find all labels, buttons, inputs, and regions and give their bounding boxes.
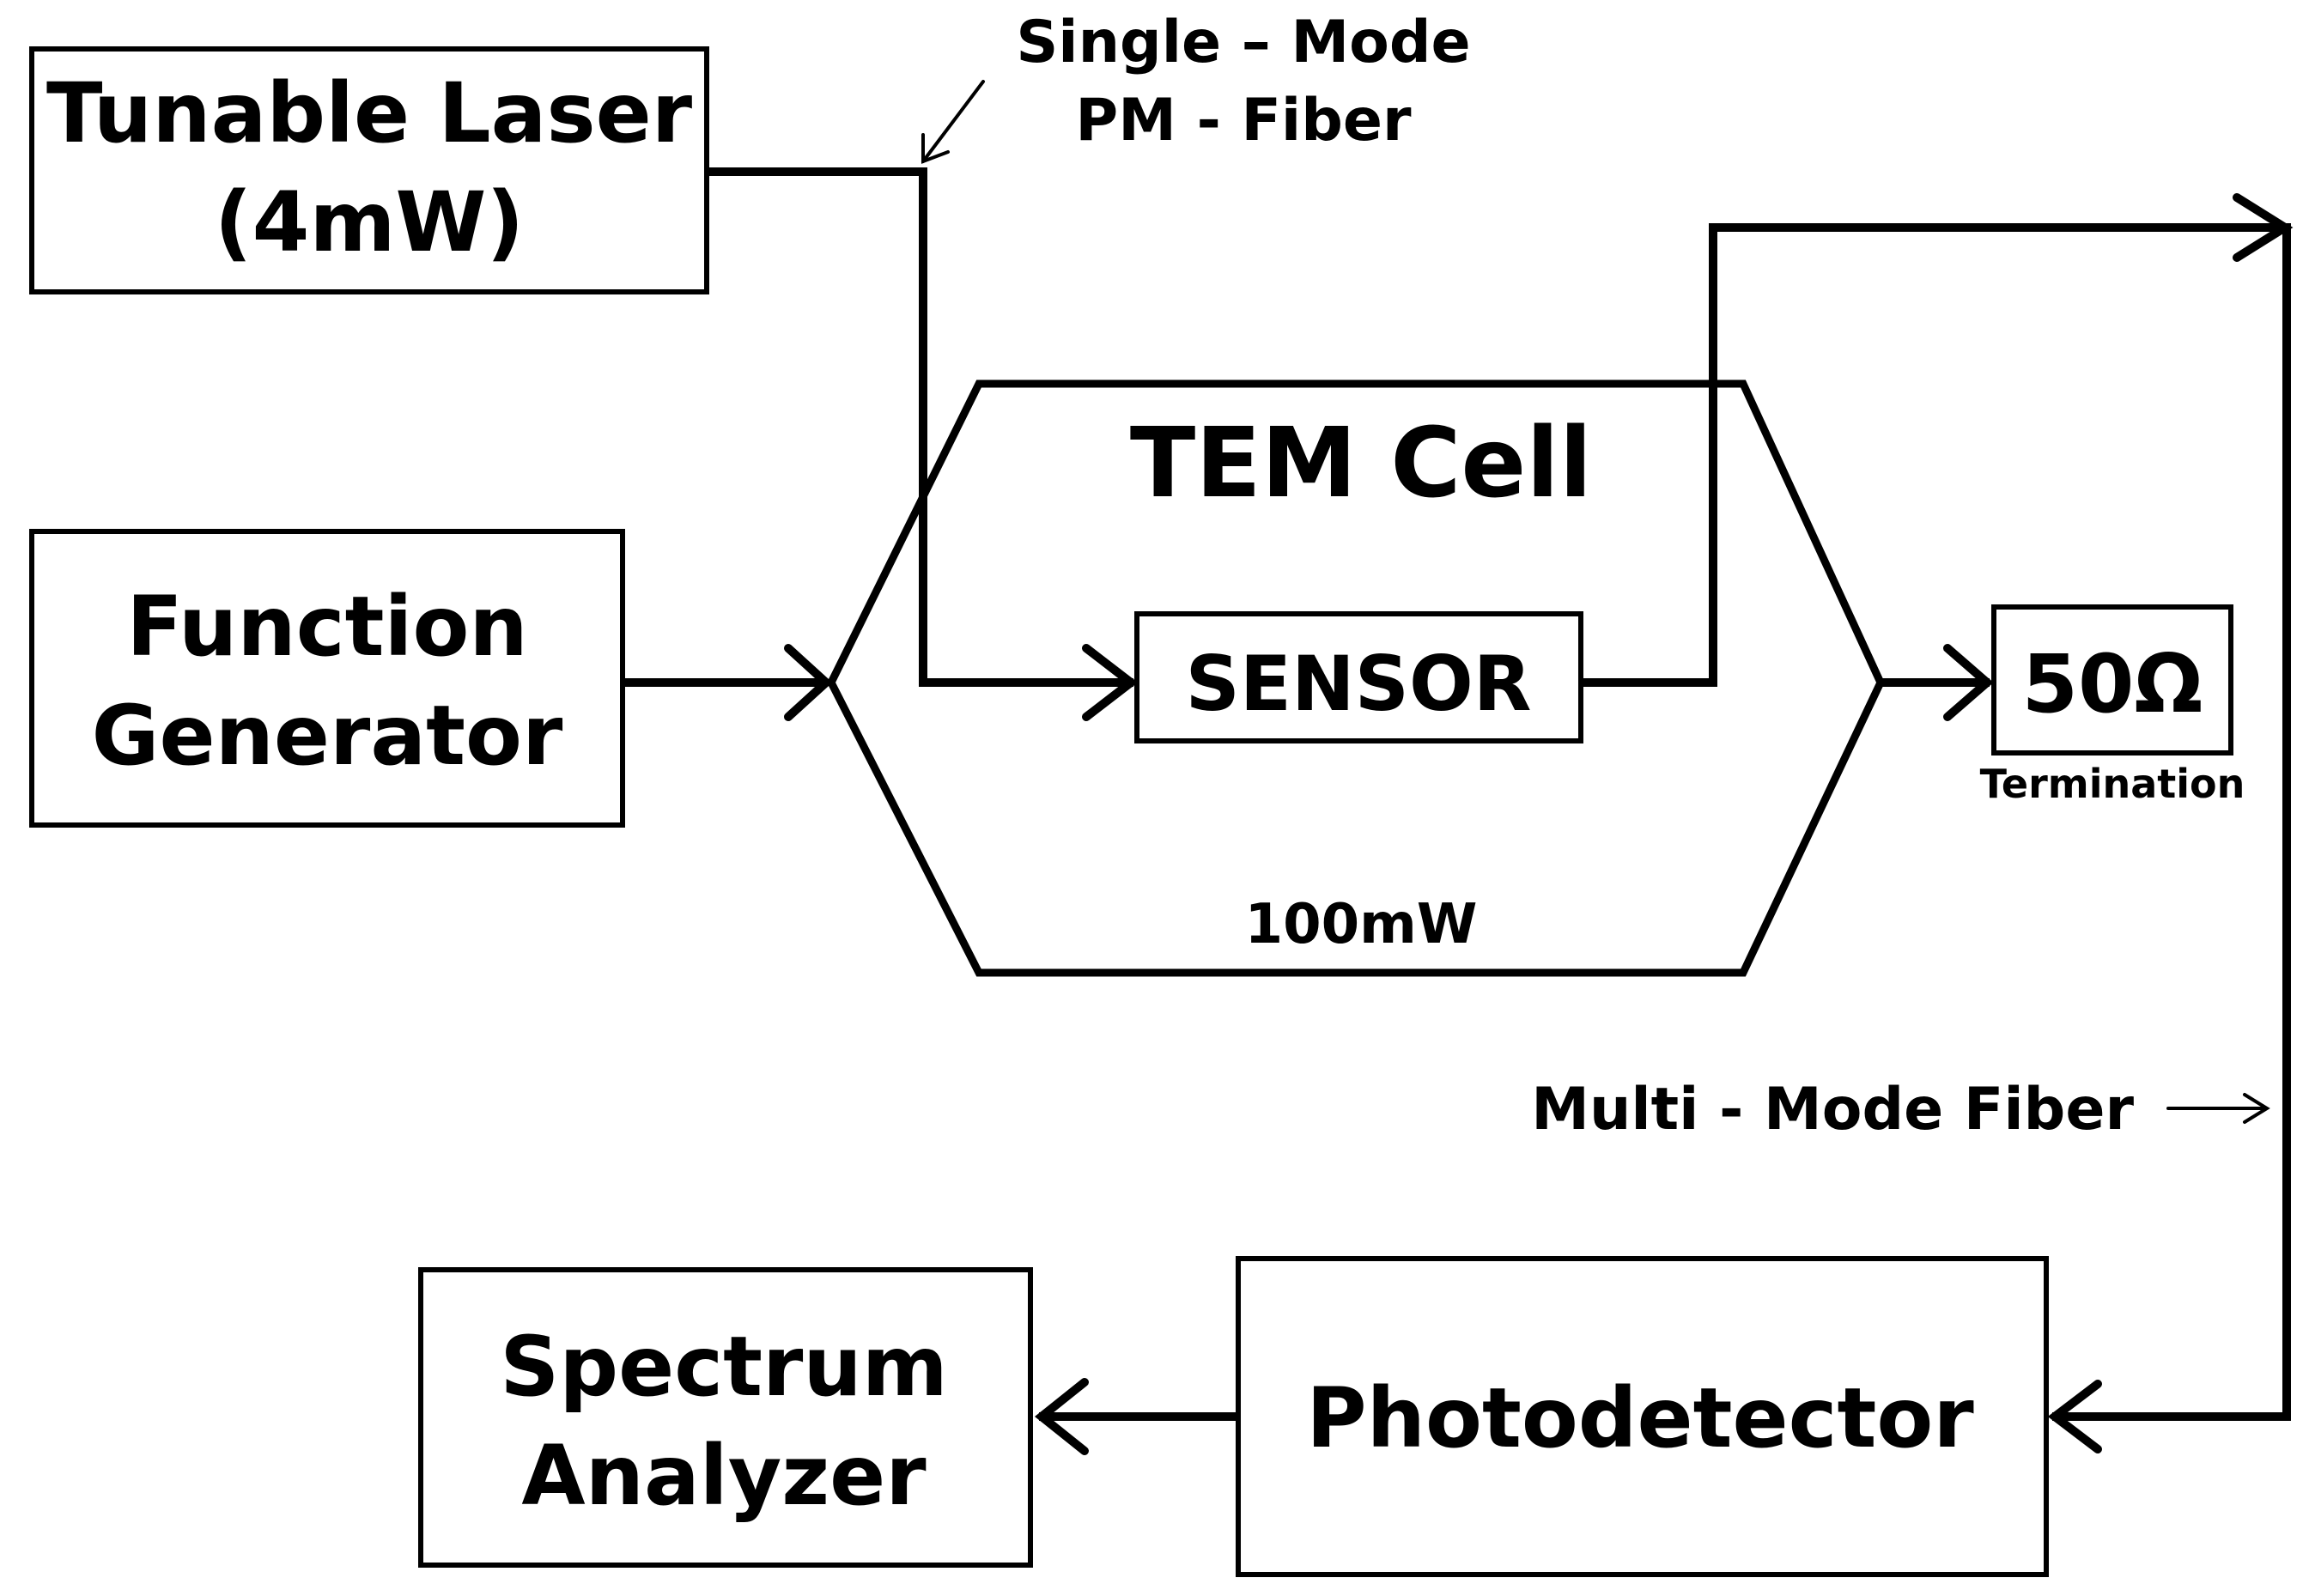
sensor-input-arrowhead xyxy=(1082,644,1139,721)
single-mode-fiber-pointer xyxy=(921,80,985,163)
single-mode-fiber-line xyxy=(707,167,1133,687)
analyzer-input-arrowhead xyxy=(1034,1378,1089,1455)
photodetector-input-arrowhead xyxy=(2047,1380,2102,1453)
fiber-corner-arrowhead xyxy=(2233,193,2294,262)
tem-cell-title: TEM Cell xyxy=(1130,408,1592,519)
function-generator-label-line2: Generator xyxy=(92,688,563,784)
multi-mode-fiber-pointer-head xyxy=(2243,1093,2270,1124)
function-generator-label-line1: Function xyxy=(126,579,527,675)
spectrum-analyzer-label-line2: Analyzer xyxy=(521,1428,927,1524)
photodetector-box xyxy=(1236,1256,2049,1577)
generator-to-cell-arrowhead xyxy=(784,644,833,721)
termination-value: 50Ω xyxy=(2022,638,2203,731)
cell-to-termination-arrowhead xyxy=(1943,644,1994,721)
sensor-box xyxy=(1134,611,1583,743)
termination-box xyxy=(1991,604,2233,756)
multi-mode-fiber-label: Multi - Mode Fiber xyxy=(1531,1076,2134,1144)
multi-mode-fiber-line xyxy=(1580,223,2291,1421)
single-mode-fiber-label-line1: Single – Mode xyxy=(1016,9,1470,76)
photodetector-label: Photodetector xyxy=(1306,1370,1974,1466)
tunable-laser-label-line2: (4mW) xyxy=(215,174,524,270)
tem-cell-power-label: 100mW xyxy=(1245,893,1478,956)
function-generator-box xyxy=(29,529,625,828)
tunable-laser-label-line1: Tunable Laser xyxy=(46,65,693,161)
sensor-label: SENSOR xyxy=(1185,640,1531,728)
termination-caption: Termination xyxy=(1980,761,2245,807)
single-mode-fiber-pointer-head xyxy=(921,133,950,164)
single-mode-fiber-label-line2: PM - Fiber xyxy=(1075,87,1412,155)
spectrum-analyzer-box xyxy=(418,1267,1033,1568)
spectrum-analyzer-label-line1: Spectrum xyxy=(500,1319,947,1415)
